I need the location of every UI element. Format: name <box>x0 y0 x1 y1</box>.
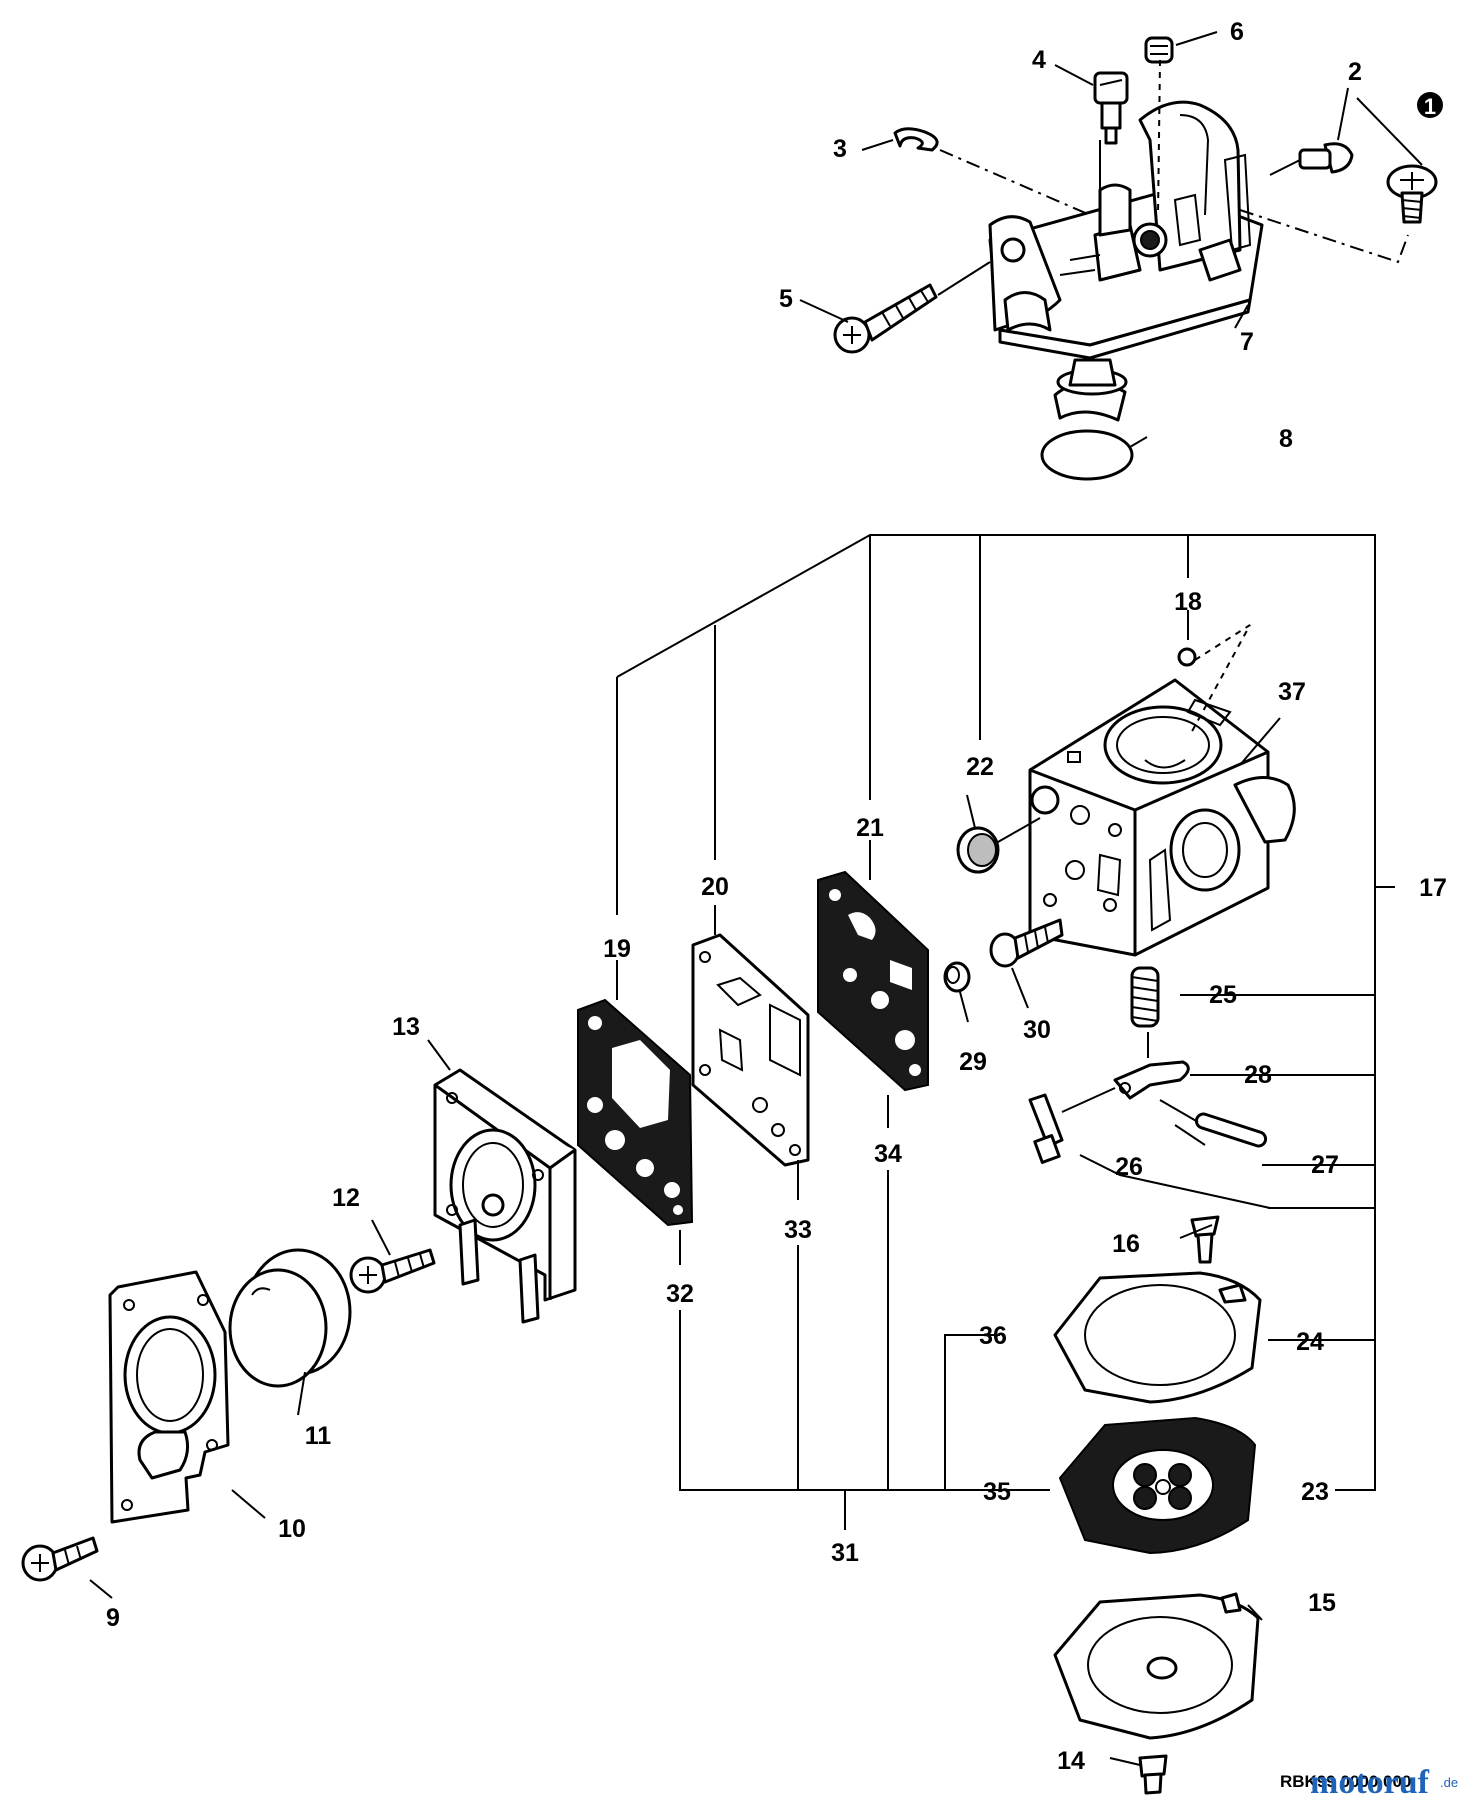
callout-11: 11 <box>305 1422 332 1450</box>
part-14-screw <box>1138 1754 1168 1795</box>
watermark-suffix: .de <box>1440 1775 1458 1790</box>
callout-35: 35 <box>983 1478 1011 1506</box>
callout-31: 31 <box>831 1539 859 1567</box>
part-30-needle <box>989 918 1064 968</box>
callout-labels: 1 2 3 4 5 6 7 8 9 10 11 12 13 14 15 16 1… <box>106 18 1447 1775</box>
callout-19: 19 <box>603 935 631 963</box>
callout-25: 25 <box>1209 981 1237 1009</box>
part-21-diaphragm <box>817 870 929 1092</box>
part-2-screw <box>1298 142 1354 174</box>
part-20-gasket <box>691 933 810 1167</box>
callout-28: 28 <box>1244 1061 1272 1089</box>
part-27-pin <box>1194 1112 1268 1148</box>
callout-22: 22 <box>966 753 994 781</box>
callout-4: 4 <box>1032 46 1046 74</box>
callout-32: 32 <box>666 1280 694 1308</box>
callout-14: 14 <box>1057 1747 1085 1775</box>
bracket-lines <box>89 31 1423 1766</box>
callout-15: 15 <box>1308 1589 1336 1617</box>
part-24-gasket <box>1053 1271 1262 1404</box>
callout-5: 5 <box>779 285 793 313</box>
part-6-plug <box>1144 36 1174 64</box>
part-5-screw <box>833 283 938 354</box>
part-10-gasket <box>108 1270 230 1524</box>
part-29-plug <box>943 961 971 993</box>
part-7-throttle-housing <box>988 100 1264 422</box>
part-25-spring <box>1130 966 1160 1028</box>
callout-36: 36 <box>979 1322 1007 1350</box>
part-16-screw <box>1190 1215 1220 1264</box>
callout-21: 21 <box>856 814 884 842</box>
callout-7: 7 <box>1240 328 1254 356</box>
part-22-screen <box>956 826 1000 874</box>
callout-24: 24 <box>1296 1328 1324 1356</box>
part-11-primer-bulb <box>228 1248 352 1388</box>
callout-27: 27 <box>1311 1151 1339 1179</box>
part-18-ball <box>1177 647 1197 667</box>
callout-3: 3 <box>833 135 847 163</box>
callout-2: 2 <box>1348 58 1362 86</box>
part-4-screw <box>1093 71 1129 145</box>
callout-6: 6 <box>1230 18 1244 46</box>
part-28-lever <box>1113 1060 1190 1100</box>
callout-9: 9 <box>106 1604 120 1632</box>
callout-29: 29 <box>959 1048 987 1076</box>
callout-8: 8 <box>1279 425 1293 453</box>
part-23-diaphragm <box>1058 1416 1257 1555</box>
part-9-screw <box>21 1536 99 1582</box>
callout-1: 1 <box>1424 94 1436 119</box>
callout-23: 23 <box>1301 1478 1329 1506</box>
part-12-screw <box>349 1248 436 1294</box>
callout-10: 10 <box>278 1515 306 1543</box>
part-15-cover <box>1053 1592 1260 1740</box>
marker-dot <box>1417 92 1443 118</box>
callout-33: 33 <box>784 1216 812 1244</box>
callout-18: 18 <box>1174 588 1202 616</box>
part-19-gasket <box>577 998 694 1227</box>
watermark-brand: motoruf <box>1310 1764 1430 1800</box>
part-26-inlet-needle <box>1028 1093 1064 1164</box>
part-1-screw <box>1386 164 1438 224</box>
callout-30: 30 <box>1023 1016 1051 1044</box>
callout-34: 34 <box>874 1140 902 1168</box>
callout-37: 37 <box>1278 678 1306 706</box>
callout-12: 12 <box>332 1184 360 1212</box>
callout-17: 17 <box>1419 874 1447 902</box>
part-13-pump-cover <box>433 1068 577 1324</box>
callout-26: 26 <box>1115 1153 1143 1181</box>
part-37-carburetor-body <box>1028 678 1296 957</box>
callout-13: 13 <box>392 1013 420 1041</box>
top-leader-lines <box>937 59 1409 296</box>
diagram-code: RBK99 0000 000 <box>1280 1772 1411 1791</box>
part-8-o-ring <box>1040 429 1134 481</box>
callout-20: 20 <box>701 873 729 901</box>
part-3-e-clip <box>893 127 939 152</box>
callout-16: 16 <box>1112 1230 1140 1258</box>
